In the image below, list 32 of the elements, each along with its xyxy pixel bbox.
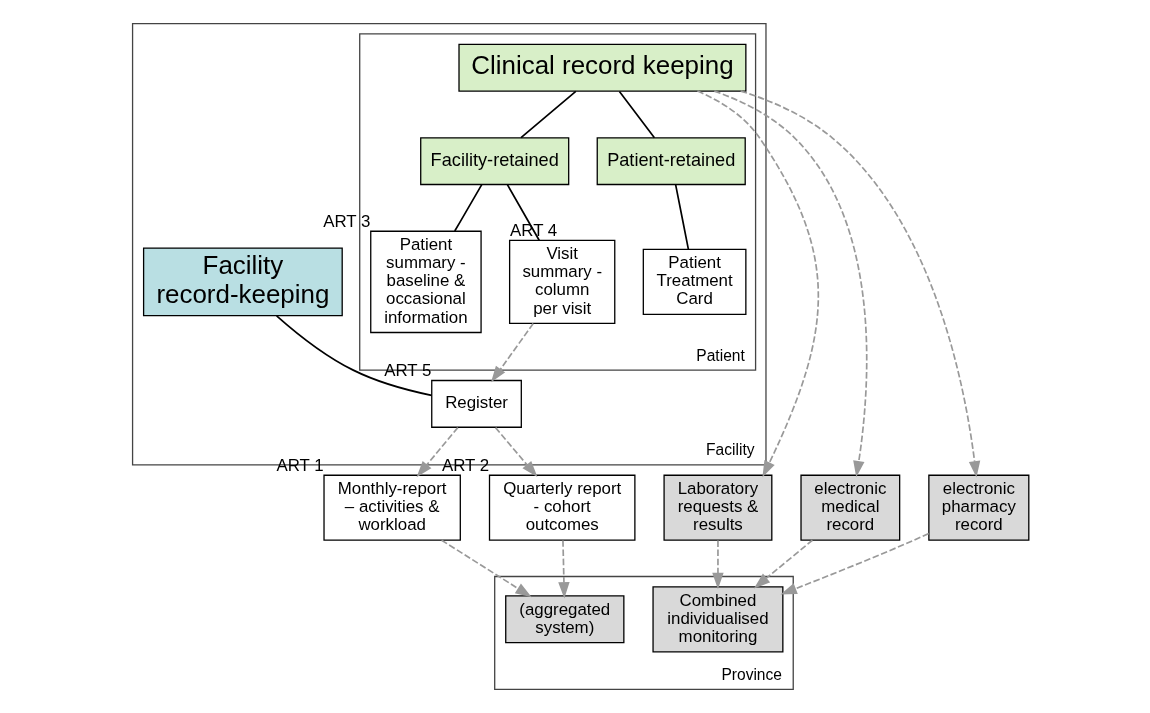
node-box: Patient Treatment Card [642, 248, 746, 315]
connector [519, 90, 577, 139]
arrow [711, 539, 724, 590]
node-box: Patient-retained [596, 137, 746, 186]
arrow [490, 322, 534, 383]
arrow [779, 532, 930, 595]
connector [674, 183, 689, 250]
node-box: Patient summary - baseline & occasional information [369, 230, 482, 334]
connector [453, 183, 483, 232]
connector [275, 314, 432, 397]
arrow [494, 426, 537, 478]
node-box: Clinical record keeping [457, 43, 746, 92]
arrow [440, 539, 532, 598]
node-box: Register [430, 379, 522, 428]
node-box: (aggregated system) [504, 595, 624, 644]
arrow [739, 90, 980, 478]
node-label: ART 3 [322, 211, 370, 231]
node-box: Combined individualised monitoring [651, 586, 783, 653]
arrow [713, 90, 868, 478]
node-box: electronic medical record [799, 474, 900, 541]
node-box: Visit summary - column per visit [508, 239, 615, 325]
arrow [696, 90, 819, 478]
arrow [753, 539, 813, 589]
connector [618, 90, 655, 139]
node-box: Facility-retained [419, 137, 569, 186]
node-box: Quarterly report - cohort outcomes [488, 474, 636, 541]
node-box: Facility record-keeping [142, 247, 343, 317]
node-box: Monthly-report – activities & workload [322, 474, 461, 541]
arrow [557, 539, 570, 599]
arrow [416, 426, 459, 478]
node-box: electronic pharmacy record [927, 474, 1029, 541]
node-box: Laboratory requests & results [662, 474, 772, 541]
